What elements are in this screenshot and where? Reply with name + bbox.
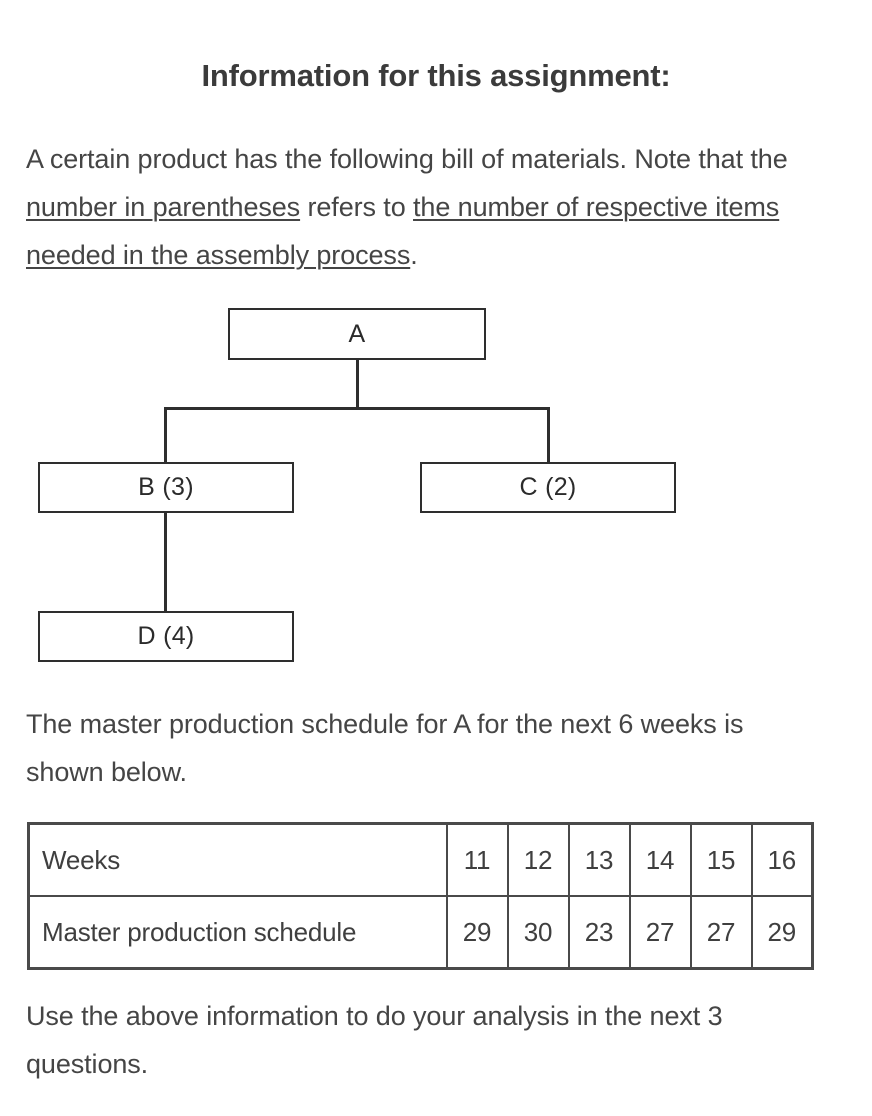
row-header-weeks: Weeks [27,822,448,897]
master-production-schedule-table: Weeks 11 12 13 14 15 16 Master productio… [27,822,814,970]
mps-cell: 30 [506,895,570,970]
connector-a-to-b [164,407,167,464]
intro-underlined-2: the number of respective items needed in… [26,192,780,270]
table-row-mps: Master production schedule 29 30 23 27 2… [27,895,814,970]
intro-text-1: A certain product has the following bill… [26,144,788,174]
intro-paragraph: A certain product has the following bill… [26,135,838,279]
mps-cell: 27 [628,895,692,970]
intro-text-2: refers to [300,192,414,222]
week-cell: 16 [750,822,814,897]
week-cell: 14 [628,822,692,897]
bom-node-d: D (4) [38,611,294,662]
intro-text-3: . [410,240,418,270]
bill-of-materials-diagram: A B (3) C (2) D (4) [0,290,720,680]
closing-paragraph: Use the above information to do your ana… [26,1001,723,1079]
mps-cell: 29 [445,895,509,970]
intro-underlined-1: number in parentheses [26,192,301,222]
bom-node-a: A [228,308,486,360]
week-cell: 15 [689,822,753,897]
week-cell: 12 [506,822,570,897]
bom-node-b: B (3) [38,462,294,513]
connector-a-stem [356,360,359,409]
week-cell: 11 [445,822,509,897]
connector-b-to-d [164,511,167,613]
row-header-mps: Master production schedule [27,895,448,970]
mps-cell: 27 [689,895,753,970]
week-cell: 13 [567,822,631,897]
connector-bus [164,407,550,410]
mps-intro-paragraph: The master production schedule for A for… [26,709,744,787]
bom-node-c: C (2) [420,462,676,513]
table-row-weeks: Weeks 11 12 13 14 15 16 [27,822,814,897]
mps-cell: 23 [567,895,631,970]
page-title: Information for this assignment: [201,58,671,93]
mps-cell: 29 [750,895,814,970]
connector-a-to-c [547,407,550,464]
